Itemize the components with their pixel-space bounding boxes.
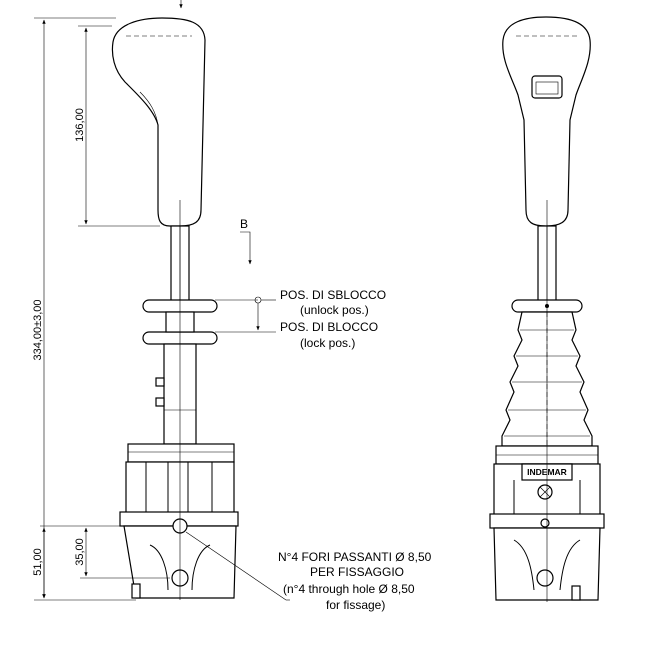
holes-note: N°4 FORI PASSANTI Ø 8,50 PER FISSAGGIO (… (185, 531, 432, 612)
section-marker-label: B (240, 217, 248, 231)
handle-height-label: 136,00 (74, 108, 86, 142)
lock-position-label: POS. DI BLOCCO (280, 320, 378, 334)
overall-height-dimension: 334,00±3,00 (32, 17, 136, 601)
holes-note-line3: (n°4 through hole Ø 8,50 (283, 582, 415, 596)
hole-height-dimension: 35,00 (74, 527, 170, 579)
holes-note-line4: for fissage) (326, 598, 385, 612)
front-view: INDEMAR INDEMAR (489, 16, 605, 602)
base-height-label: 51,00 (32, 548, 44, 576)
section-marker: B (240, 217, 252, 265)
handle-height-dimension: 136,00 (74, 25, 160, 227)
hole-height-label: 35,00 (74, 538, 86, 566)
side-view (111, 0, 239, 600)
base-height-dimension: 51,00 (32, 525, 172, 599)
lock-position-label-en: (lock pos.) (300, 336, 355, 350)
unlock-position-label: POS. DI SBLOCCO (280, 288, 386, 302)
holes-note-line2: PER FISSAGGIO (310, 565, 404, 579)
position-callouts: POS. DI SBLOCCO (unlock pos.) POS. DI BL… (215, 288, 386, 350)
overall-height-label: 334,00±3,00 (32, 299, 44, 360)
unlock-position-label-en: (unlock pos.) (300, 303, 369, 317)
holes-note-line1: N°4 FORI PASSANTI Ø 8,50 (278, 550, 432, 564)
front-knob (502, 16, 591, 227)
front-knob-button (531, 75, 563, 99)
side-base-top (127, 443, 235, 463)
side-knob (111, 17, 206, 227)
